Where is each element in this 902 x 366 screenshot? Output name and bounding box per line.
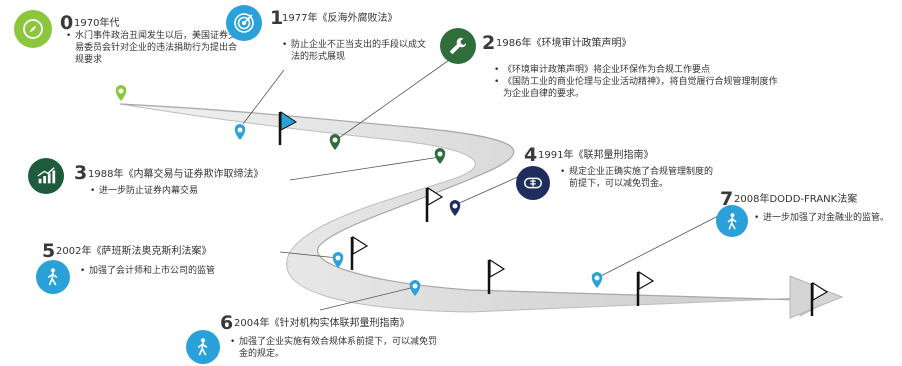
pin-blue-3 <box>409 280 421 296</box>
milestone-bullets: 进一步加强了对金融业的监管。 <box>754 212 892 224</box>
bullet-text: 防止企业不正当支出的手段以成文法的形式展现 <box>282 39 432 63</box>
pin-green-2 <box>434 148 446 164</box>
flag-6 <box>810 281 829 316</box>
milestone-number: 0 <box>60 12 74 34</box>
milestone-title: 1977年《反海外腐败法》 <box>282 13 398 24</box>
milestone-number: 3 <box>74 162 88 184</box>
currency-icon <box>516 166 550 200</box>
pin-blue-1 <box>234 124 246 140</box>
milestone-bullets: 水门事件政治丑闻发生以后，美国证券交易委员会针对企业的违法捐助行为提出合规要求 <box>66 30 241 66</box>
flag-1 <box>278 111 297 145</box>
wrench-icon <box>440 28 476 64</box>
walker-icon <box>716 205 748 237</box>
bullet-text: 进一步防止证券内幕交易 <box>90 185 290 197</box>
milestone-title: 2008年DODD-FRANK法案 <box>734 194 858 205</box>
pin-green-1 <box>329 134 341 150</box>
milestone-bullets: 进一步防止证券内幕交易 <box>90 185 290 197</box>
compass-icon <box>14 10 52 48</box>
bullet-text: 水门事件政治丑闻发生以后，美国证券交易委员会针对企业的违法捐助行为提出合规要求 <box>66 30 241 66</box>
milestone-bullets: 防止企业不正当支出的手段以成文法的形式展现 <box>282 39 432 63</box>
milestone-title: 1988年《内幕交易与证券欺诈取缔法》 <box>88 169 264 180</box>
connector-lines <box>242 57 723 311</box>
pin-navy <box>449 200 461 216</box>
walker-icon <box>186 330 220 364</box>
milestone-7: 7 2008年DODD-FRANK法案 进一步加强了对金融业的监管。 <box>716 190 900 244</box>
walker-icon <box>36 260 70 294</box>
milestone-title: 1991年《联邦量刑指南》 <box>538 150 654 161</box>
bullet-text: 加强了企业实施有效合规体系前提下，可以减免罚金的规定。 <box>230 336 440 360</box>
milestone-number: 5 <box>42 240 56 262</box>
milestone-bullets: 规定企业正确实施了合规管理制度的前提下，可以减免罚金。 <box>560 166 715 190</box>
flag-4 <box>487 258 506 294</box>
milestone-number: 1 <box>270 7 284 29</box>
milestone-6: 6 2004年《针对机构实体联邦量刑指南》 加强了企业实施有效合规体系前提下，可… <box>186 312 466 366</box>
milestone-number: 2 <box>482 32 496 54</box>
pin-blue-4 <box>591 272 603 288</box>
bullet-text: 规定企业正确实施了合规管理制度的前提下，可以减免罚金。 <box>560 166 715 190</box>
milestone-5: 5 2002年《萨班斯法奥克斯利法案》 加强了会计师和上市公司的监管 <box>36 238 286 298</box>
flag-5 <box>636 270 655 306</box>
milestone-title: 1970年代 <box>74 18 120 29</box>
milestone-number: 4 <box>524 144 538 166</box>
milestone-4: 4 1991年《联邦量刑指南》 规定企业正确实施了合规管理制度的前提下，可以减免… <box>516 144 726 204</box>
pin-lime <box>115 85 127 101</box>
bullet-text: 进一步加强了对金融业的监管。 <box>754 212 892 224</box>
milestone-bullets: 加强了会计师和上市公司的监管 <box>80 265 280 277</box>
target-icon <box>226 5 262 41</box>
road-edge-top <box>119 103 801 301</box>
bullet-text: 《国防工业的商业伦理与企业活动精神》，将自觉履行合规管理制度作为企业自律的要求。 <box>494 76 779 100</box>
milestone-number: 6 <box>220 312 234 334</box>
flag-2 <box>425 186 444 222</box>
milestone-2: 2 1986年《环境审计政策声明》 《环境审计政策声明》将企业环保作为合规工作要… <box>440 28 780 108</box>
milestone-title: 1986年《环境审计政策声明》 <box>496 38 632 49</box>
milestone-bullets: 《环境审计政策声明》将企业环保作为合规工作要点 《国防工业的商业伦理与企业活动精… <box>494 64 779 100</box>
pin-blue-2 <box>332 252 344 268</box>
milestone-title: 2002年《萨班斯法奥克斯利法案》 <box>56 246 212 257</box>
milestone-title: 2004年《针对机构实体联邦量刑指南》 <box>234 318 410 329</box>
milestone-bullets: 加强了企业实施有效合规体系前提下，可以减免罚金的规定。 <box>230 336 440 360</box>
bullet-text: 《环境审计政策声明》将企业环保作为合规工作要点 <box>494 64 779 76</box>
flag-3 <box>350 235 369 270</box>
bar-chart-icon <box>28 158 64 194</box>
milestone-3: 3 1988年《内幕交易与证券欺诈取缔法》 进一步防止证券内幕交易 <box>28 158 298 208</box>
milestone-number: 7 <box>720 188 734 210</box>
milestone-1: 1 1977年《反海外腐败法》 防止企业不正当支出的手段以成文法的形式展现 <box>226 5 456 75</box>
milestone-0: 0 1970年代 水门事件政治丑闻发生以后，美国证券交易委员会针对企业的违法捐助… <box>14 8 254 78</box>
bullet-text: 加强了会计师和上市公司的监管 <box>80 265 280 277</box>
